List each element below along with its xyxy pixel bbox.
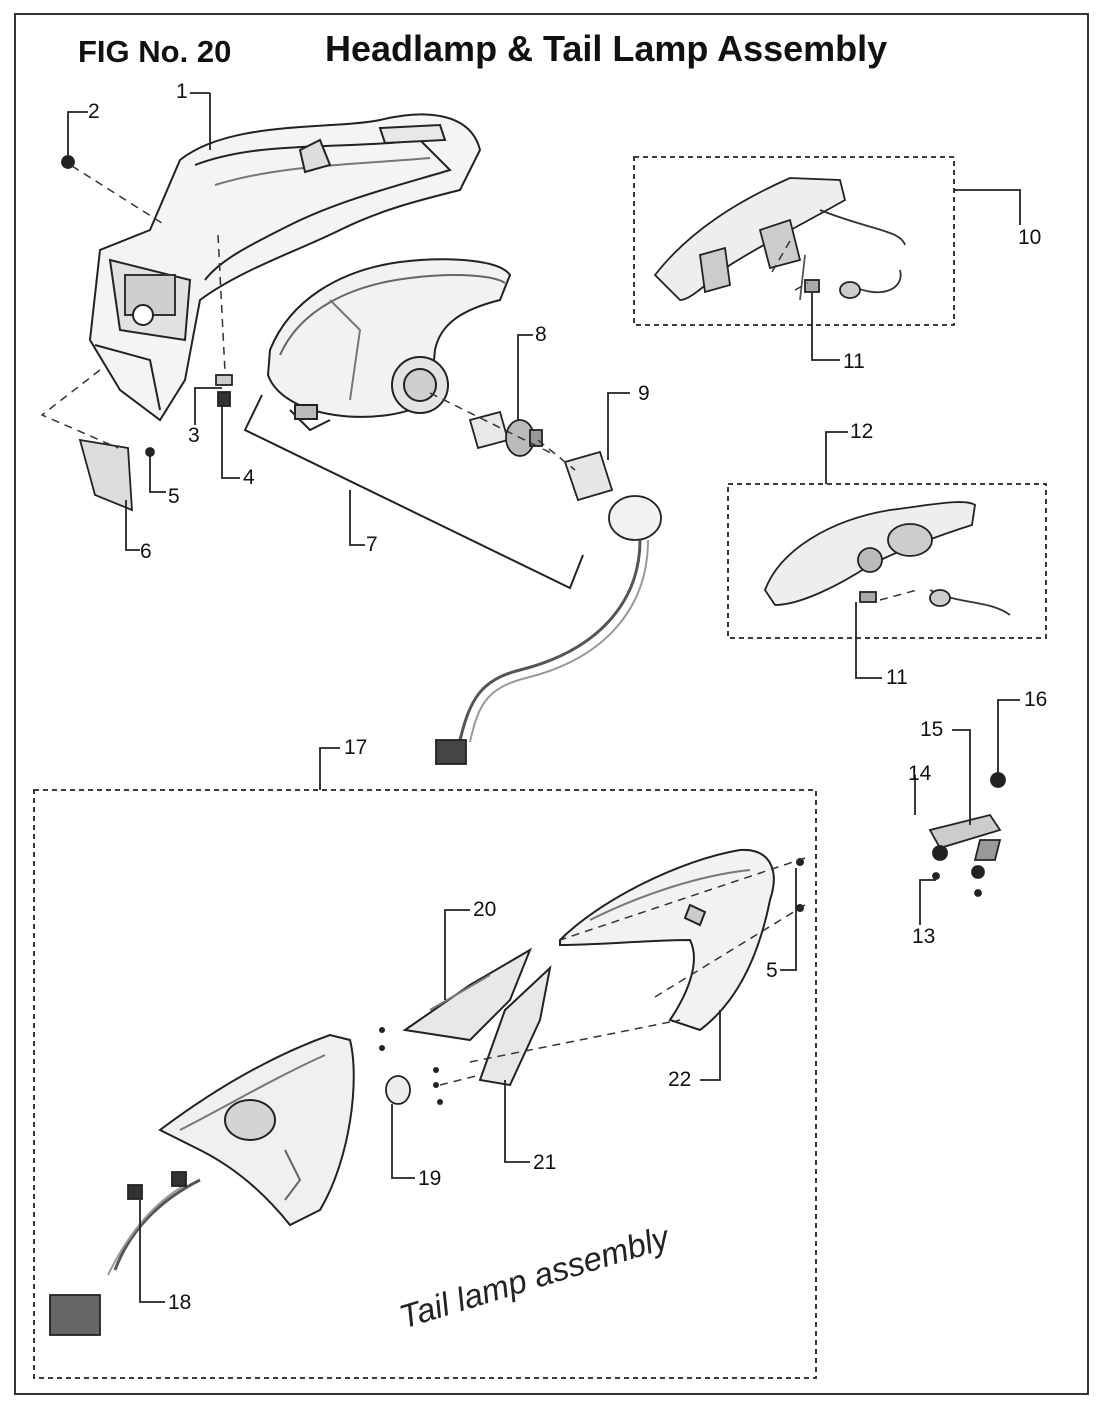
callout-11-lower: 11 xyxy=(886,666,908,689)
rear-cover-22-part xyxy=(559,848,775,1032)
callout-14: 14 xyxy=(908,762,932,785)
tail-lamp-housing-part xyxy=(158,1033,355,1227)
mount-bracket-15-part xyxy=(928,772,1006,897)
front-cover-part xyxy=(88,113,482,422)
bulb-harness-9-part xyxy=(435,450,662,765)
callout-1: 1 xyxy=(176,80,188,103)
outer-frame xyxy=(14,13,1089,1395)
callout-4: 4 xyxy=(243,466,255,489)
figure-number: FIG No. 20 xyxy=(78,34,232,69)
group-box-10 xyxy=(633,156,955,326)
assembly-dash-lines xyxy=(40,165,918,1086)
callout-10: 10 xyxy=(1018,226,1041,249)
figure-title: Headlamp & Tail Lamp Assembly xyxy=(325,28,888,69)
callout-22: 22 xyxy=(668,1068,691,1091)
callout-19: 19 xyxy=(418,1167,441,1190)
group-box-12 xyxy=(727,483,1047,639)
screws xyxy=(379,858,804,1105)
callout-8: 8 xyxy=(535,323,547,346)
callout-3: 3 xyxy=(188,424,200,447)
callout-16: 16 xyxy=(1024,688,1047,711)
headlamp-body-part xyxy=(266,258,512,432)
callout-5: 5 xyxy=(168,485,180,508)
callout-12: 12 xyxy=(850,420,873,443)
callout-5-rear: 5 xyxy=(766,959,778,982)
bracket-line-7 xyxy=(243,394,584,590)
callout-7: 7 xyxy=(366,533,378,556)
turn-signal-12-part xyxy=(763,501,1011,616)
tail-bulb-19-part xyxy=(385,1075,411,1105)
callout-6: 6 xyxy=(140,540,152,563)
tail-lens-20-part xyxy=(402,947,533,1042)
callout-11-upper: 11 xyxy=(843,350,865,373)
callout-21: 21 xyxy=(533,1151,556,1174)
callout-20: 20 xyxy=(473,898,496,921)
group-box-17 xyxy=(33,789,817,1379)
callout-15: 15 xyxy=(920,718,943,741)
callout-17: 17 xyxy=(344,736,367,759)
callout-2: 2 xyxy=(88,100,100,123)
callout-9: 9 xyxy=(638,382,650,405)
leader-lines xyxy=(67,92,1021,1303)
small-bracket-6-part xyxy=(61,155,233,512)
callout-labels: 1 2 3 4 5 6 7 8 9 10 11 11 12 13 14 15 1… xyxy=(88,80,1047,1314)
callout-18: 18 xyxy=(168,1291,191,1314)
turn-signal-10-part xyxy=(653,177,906,301)
callout-13: 13 xyxy=(912,925,935,948)
